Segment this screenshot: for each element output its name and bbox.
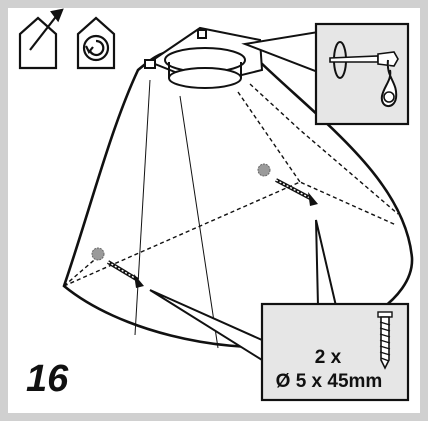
screw-icon bbox=[377, 311, 393, 370]
recirculation-house-icon bbox=[76, 16, 116, 70]
lower-screw bbox=[91, 247, 144, 288]
top-collar bbox=[144, 26, 264, 89]
step-number: 16 bbox=[26, 358, 69, 400]
upper-screw bbox=[257, 163, 318, 206]
screw-quantity: 2 x bbox=[314, 347, 342, 368]
ducted-exhaust-house-icon bbox=[18, 8, 64, 70]
screwdriver-screw-icon bbox=[314, 22, 410, 126]
screw-size: Ø 5 x 45mm bbox=[275, 371, 383, 392]
